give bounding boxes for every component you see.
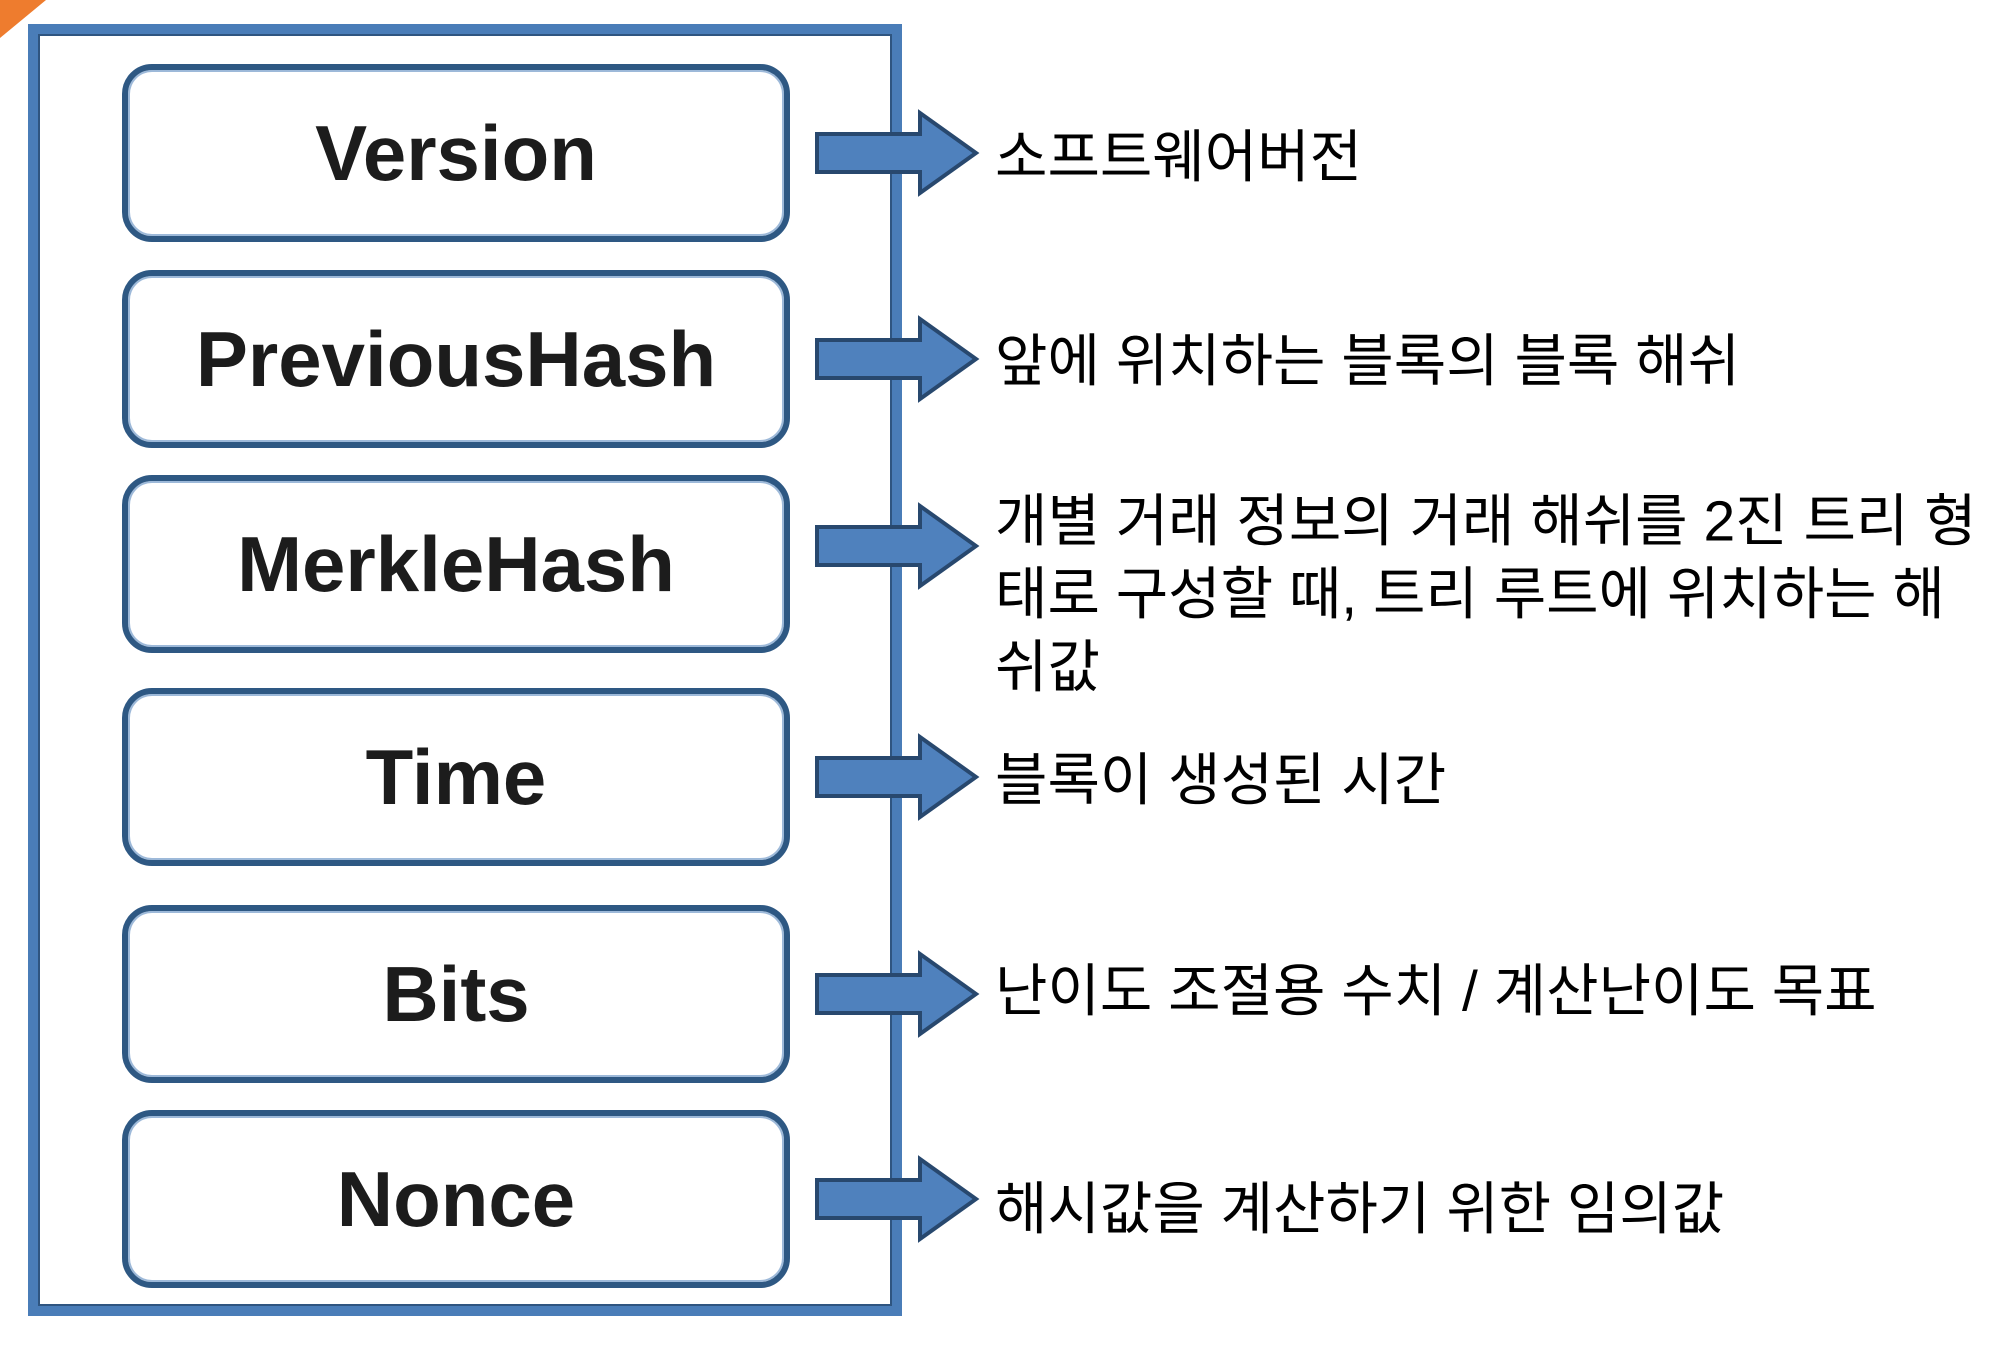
block-header-container	[28, 24, 902, 1316]
right-arrow-icon	[815, 315, 980, 403]
field-description-nonce: 해시값을 계산하기 위한 임의값	[995, 1177, 1725, 1242]
field-label-version: Version	[315, 108, 597, 197]
field-description-merklehash: 개별 거래 정보의 거래 해쉬를 2진 트리 형태로 구성할 때, 트리 루트에…	[995, 489, 1977, 700]
field-box-bits: Bits	[122, 905, 790, 1083]
field-description-version: 소프트웨어버전	[995, 125, 1363, 190]
right-arrow-icon	[815, 733, 980, 821]
field-box-nonce: Nonce	[122, 1110, 790, 1288]
field-label-bits: Bits	[382, 949, 530, 1038]
right-arrow-icon	[815, 109, 980, 197]
field-label-time: Time	[365, 732, 547, 821]
field-box-version: Version	[122, 64, 790, 242]
field-description-bits: 난이도 조절용 수치 / 계산난이도 목표	[995, 959, 1877, 1024]
field-label-previoushash: PreviousHash	[195, 314, 717, 403]
right-arrow-icon	[815, 1155, 980, 1243]
right-arrow-icon	[815, 950, 980, 1038]
field-label-nonce: Nonce	[336, 1154, 576, 1243]
field-box-previoushash: PreviousHash	[122, 270, 790, 448]
field-box-time: Time	[122, 688, 790, 866]
right-arrow-icon	[815, 502, 980, 590]
field-label-merklehash: MerkleHash	[237, 519, 675, 608]
field-description-time: 블록이 생성된 시간	[995, 748, 1447, 813]
field-description-previoushash: 앞에 위치하는 블록의 블록 해쉬	[995, 329, 1741, 394]
field-box-merklehash: MerkleHash	[122, 475, 790, 653]
